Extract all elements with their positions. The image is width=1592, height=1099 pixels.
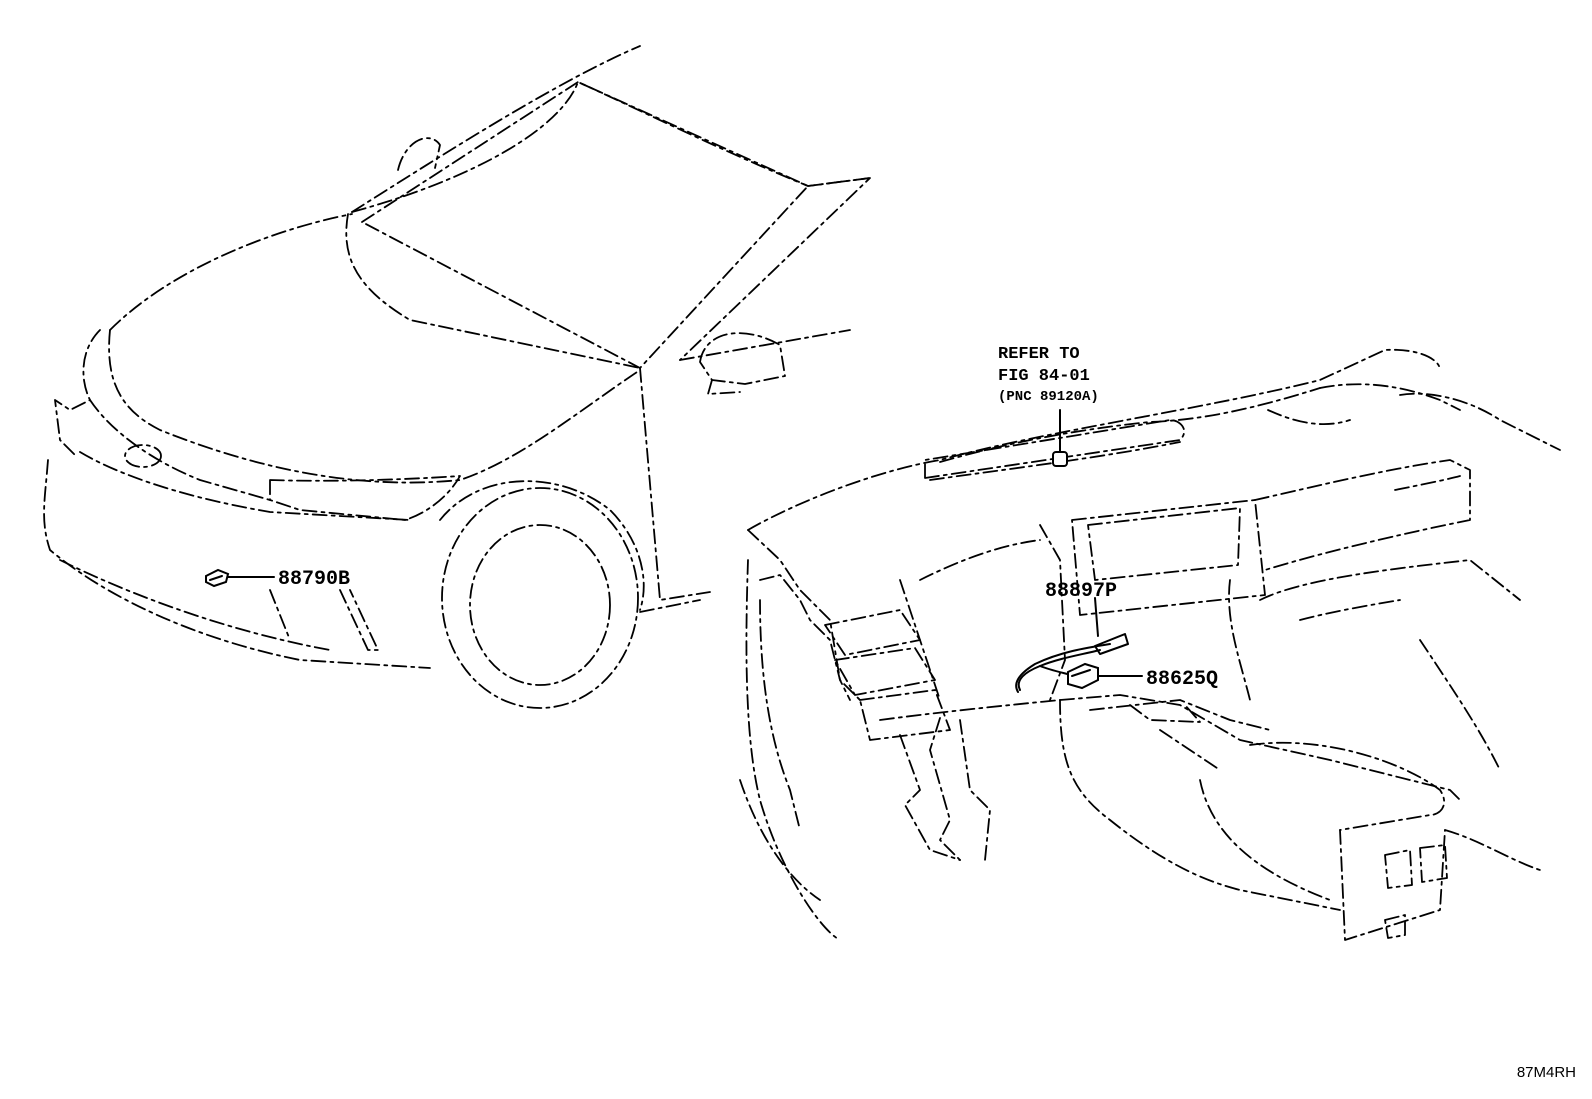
callout-88625Q: 88625Q [1146,668,1218,691]
reference-note-line3: (PNC 89120A) [998,389,1099,405]
reference-note-line1: REFER TO [998,345,1080,364]
front-sensor-part [205,568,230,588]
callout-88790B: 88790B [278,568,350,591]
callout-88897P: 88897P [1045,580,1117,603]
reference-note-line2: FIG 84-01 [998,367,1090,386]
drawing-code: 87M4RH [1516,1064,1576,1081]
callout-leader-88897P [1094,597,1099,637]
reference-clip-part [1052,451,1068,467]
interior-view [739,348,1561,941]
console-switch-part [1067,662,1099,690]
car-front-view: 88790B [43,45,871,709]
reference-note: REFER TO FIG 84-01 (PNC 89120A) [998,345,1099,405]
